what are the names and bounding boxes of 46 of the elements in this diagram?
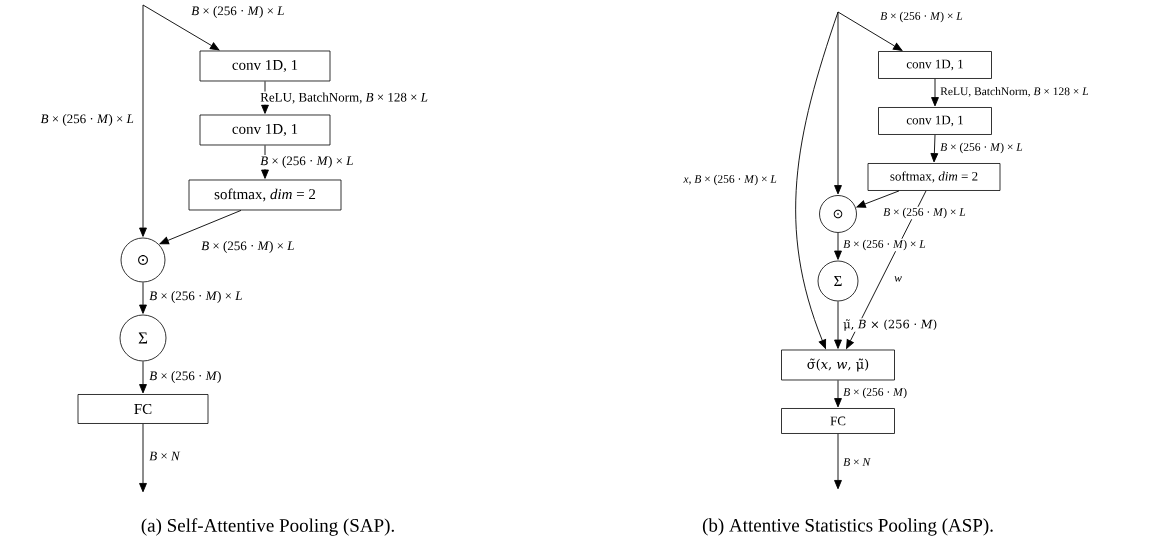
edge-label: B × (256 · M) × L <box>882 206 967 220</box>
arrow <box>139 4 147 237</box>
arrow <box>261 144 269 179</box>
edge-label: x, B × (256 · M) × L <box>682 173 778 187</box>
arrow <box>856 190 900 208</box>
edge-label: B × (256 · M) × L <box>190 5 286 19</box>
edge-label: B × (256 · M) × L <box>259 155 355 169</box>
arrow <box>834 433 842 490</box>
edge-label: B × (256 · M) <box>842 386 909 400</box>
caption: (b) Attentive Statistics Pooling (ASP). <box>702 518 993 536</box>
arrow <box>139 360 147 394</box>
arrow <box>795 11 839 349</box>
process-box: conv 1D, 1 <box>878 107 992 135</box>
arrow <box>834 379 842 408</box>
edge-label: B × N <box>842 457 872 467</box>
process-box: FC <box>781 408 895 434</box>
arrow <box>142 4 220 51</box>
process-box: conv 1D, 1 <box>199 50 331 82</box>
arrow <box>930 134 939 163</box>
edge-label: B × (256 · M) × L <box>939 141 1024 155</box>
edge-label: μ̃, B × (256 · M) <box>842 318 939 332</box>
edge-label: w <box>893 275 903 283</box>
process-box: σ̃(x, w, μ̃) <box>781 349 895 381</box>
process-box: conv 1D, 1 <box>199 114 331 146</box>
process-box: conv 1D, 1 <box>878 51 992 79</box>
arrow <box>837 11 903 51</box>
process-box: softmax, dim = 2 <box>867 163 1001 191</box>
edge-label: B × (256 · M) × L <box>879 10 964 24</box>
edge-label: ReLU, BatchNorm, B × 128 × L <box>939 86 1090 98</box>
arrow <box>139 423 147 493</box>
process-box: softmax, dim = 2 <box>188 179 342 211</box>
caption: (a) Self-Attentive Pooling (SAP). <box>141 518 394 536</box>
arrow <box>139 281 147 314</box>
edge-label: B × (256 · M) × L <box>148 290 244 304</box>
arrow <box>931 78 939 107</box>
edge-label: B × (256 · M) × L <box>200 240 296 254</box>
arrow <box>834 300 842 349</box>
arrow <box>834 11 842 195</box>
edge-label: B × (256 · M) × L <box>842 238 927 252</box>
edge-label: B × (256 · M) × L <box>39 113 135 127</box>
edge-label: B × N <box>148 450 182 462</box>
arrow <box>159 209 242 245</box>
process-box: FC <box>77 394 209 424</box>
edge-label: B × (256 · M) <box>148 370 223 384</box>
arrow <box>834 232 842 260</box>
edge-label: ReLU, BatchNorm, B × 128 × L <box>259 91 429 105</box>
